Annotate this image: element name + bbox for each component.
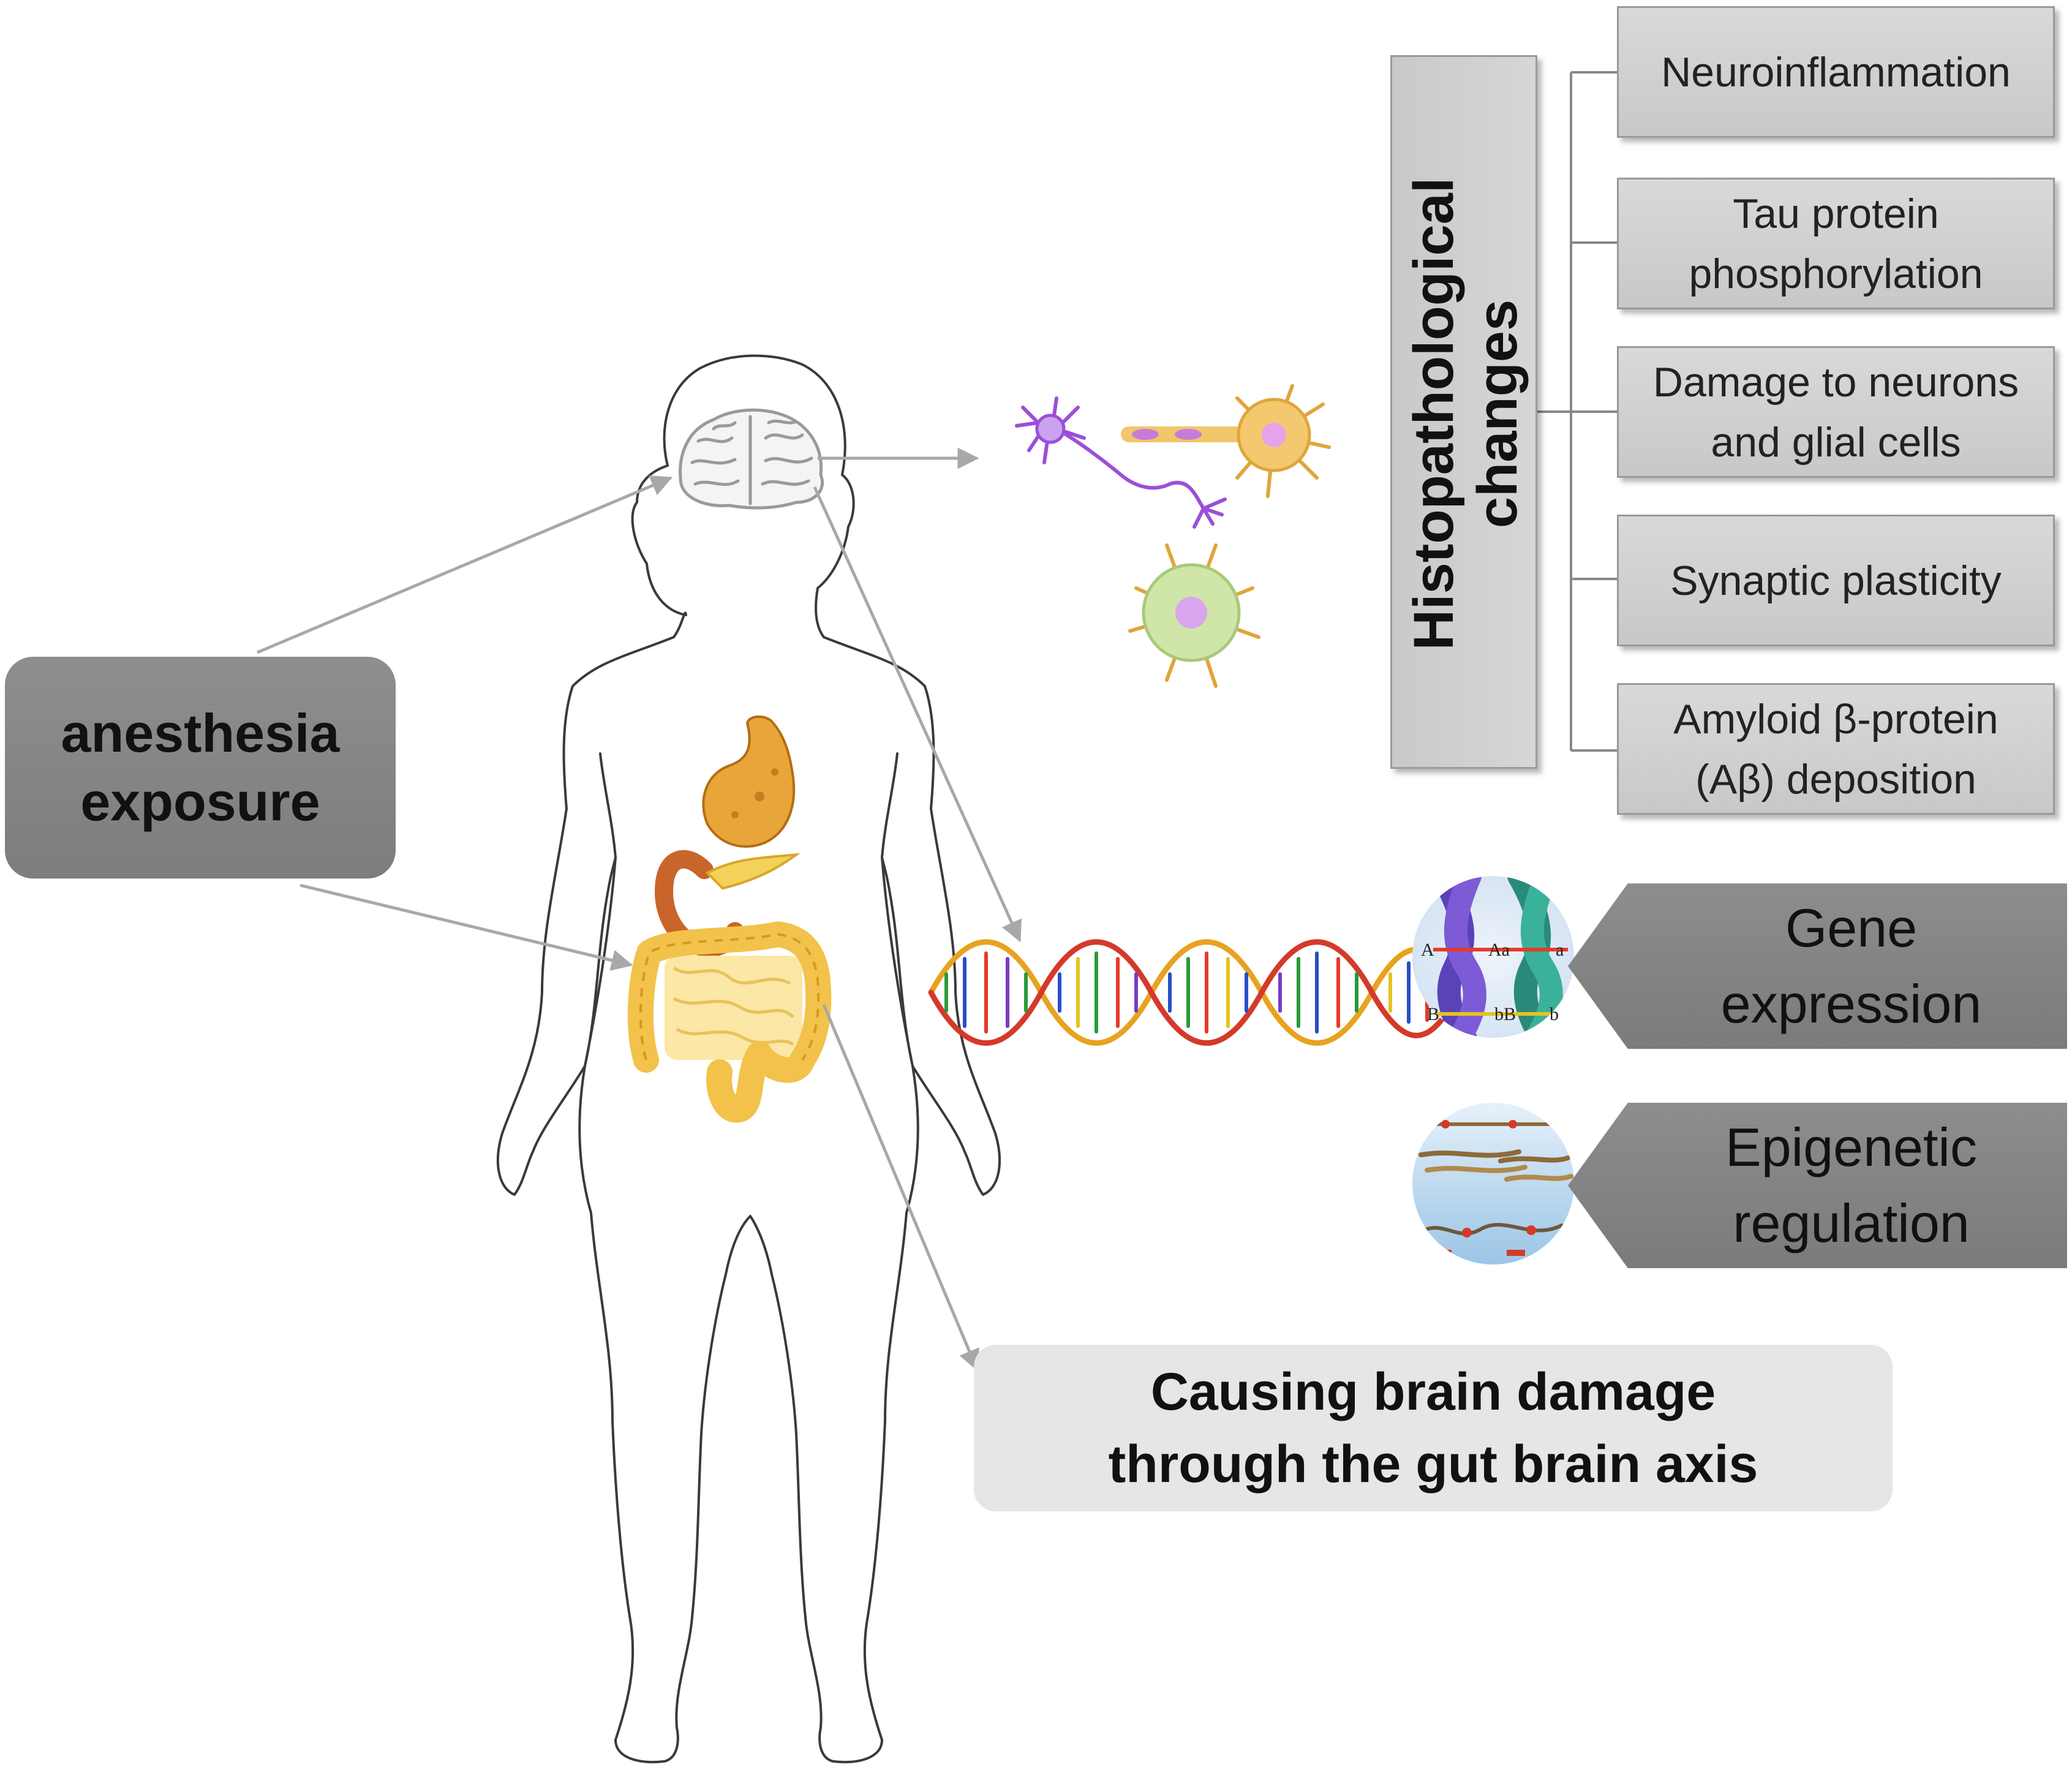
stomach-icon	[702, 715, 796, 848]
arrow-exposure-to-brain	[257, 475, 673, 654]
arrows	[257, 447, 1022, 1372]
effect-amyloid-deposition: Amyloid β-protein (Aβ) deposition	[1617, 683, 2055, 815]
gene-expression-label: Gene expression	[1720, 898, 1982, 1034]
arrow-exposure-to-gut	[299, 883, 633, 971]
effect-synaptic-plasticity: Synaptic plasticity	[1617, 515, 2055, 646]
human-body-outline	[497, 354, 1001, 1764]
histopathological-changes-box: Histopathological changes	[1390, 55, 1537, 769]
arrow-gut-to-gut-brain-axis	[822, 1004, 979, 1372]
effect-neuroinflammation: Neuroinflammation	[1617, 6, 2055, 138]
chromosome-letter-Aa: Aa	[1488, 940, 1510, 960]
anesthesia-exposure-box: anesthesia exposure	[5, 657, 396, 879]
chromosome-letter-A: A	[1421, 940, 1434, 960]
epigenetic-regulation-box: Epigenetic regulation	[1568, 1103, 2067, 1268]
arrow-brain-to-dna	[813, 486, 1022, 943]
dna-helix-icon	[928, 939, 1455, 1046]
gene-expression-box: Gene expression	[1568, 883, 2067, 1049]
histopathological-changes-title: Histopathological changes	[1403, 177, 1529, 651]
chromosome-icon: A Aa a B bB b	[1412, 876, 1574, 1038]
anesthesia-exposure-label: anesthesia exposure	[61, 703, 340, 832]
epigenetic-icon	[1412, 1103, 1574, 1264]
chromosome-letter-B: B	[1427, 1004, 1439, 1024]
gut-brain-axis-box: Causing brain damage through the gut bra…	[974, 1345, 1893, 1511]
effect-tau-phosphorylation: Tau protein phosphorylation	[1617, 178, 2055, 309]
neuron-icon	[1015, 384, 1331, 688]
chromosome-letter-a: a	[1556, 940, 1564, 960]
bracket-connector	[1537, 71, 1617, 752]
epigenetic-regulation-label: Epigenetic regulation	[1725, 1117, 1977, 1253]
gut-brain-axis-label: Causing brain damage through the gut bra…	[1108, 1363, 1758, 1494]
brain-icon	[679, 408, 824, 510]
chromosome-letter-b: b	[1550, 1004, 1559, 1024]
chromosome-letter-bB: bB	[1494, 1004, 1516, 1024]
intestine-icon	[627, 921, 832, 1123]
effect-neuron-glia-damage: Damage to neurons and glial cells	[1617, 346, 2055, 478]
